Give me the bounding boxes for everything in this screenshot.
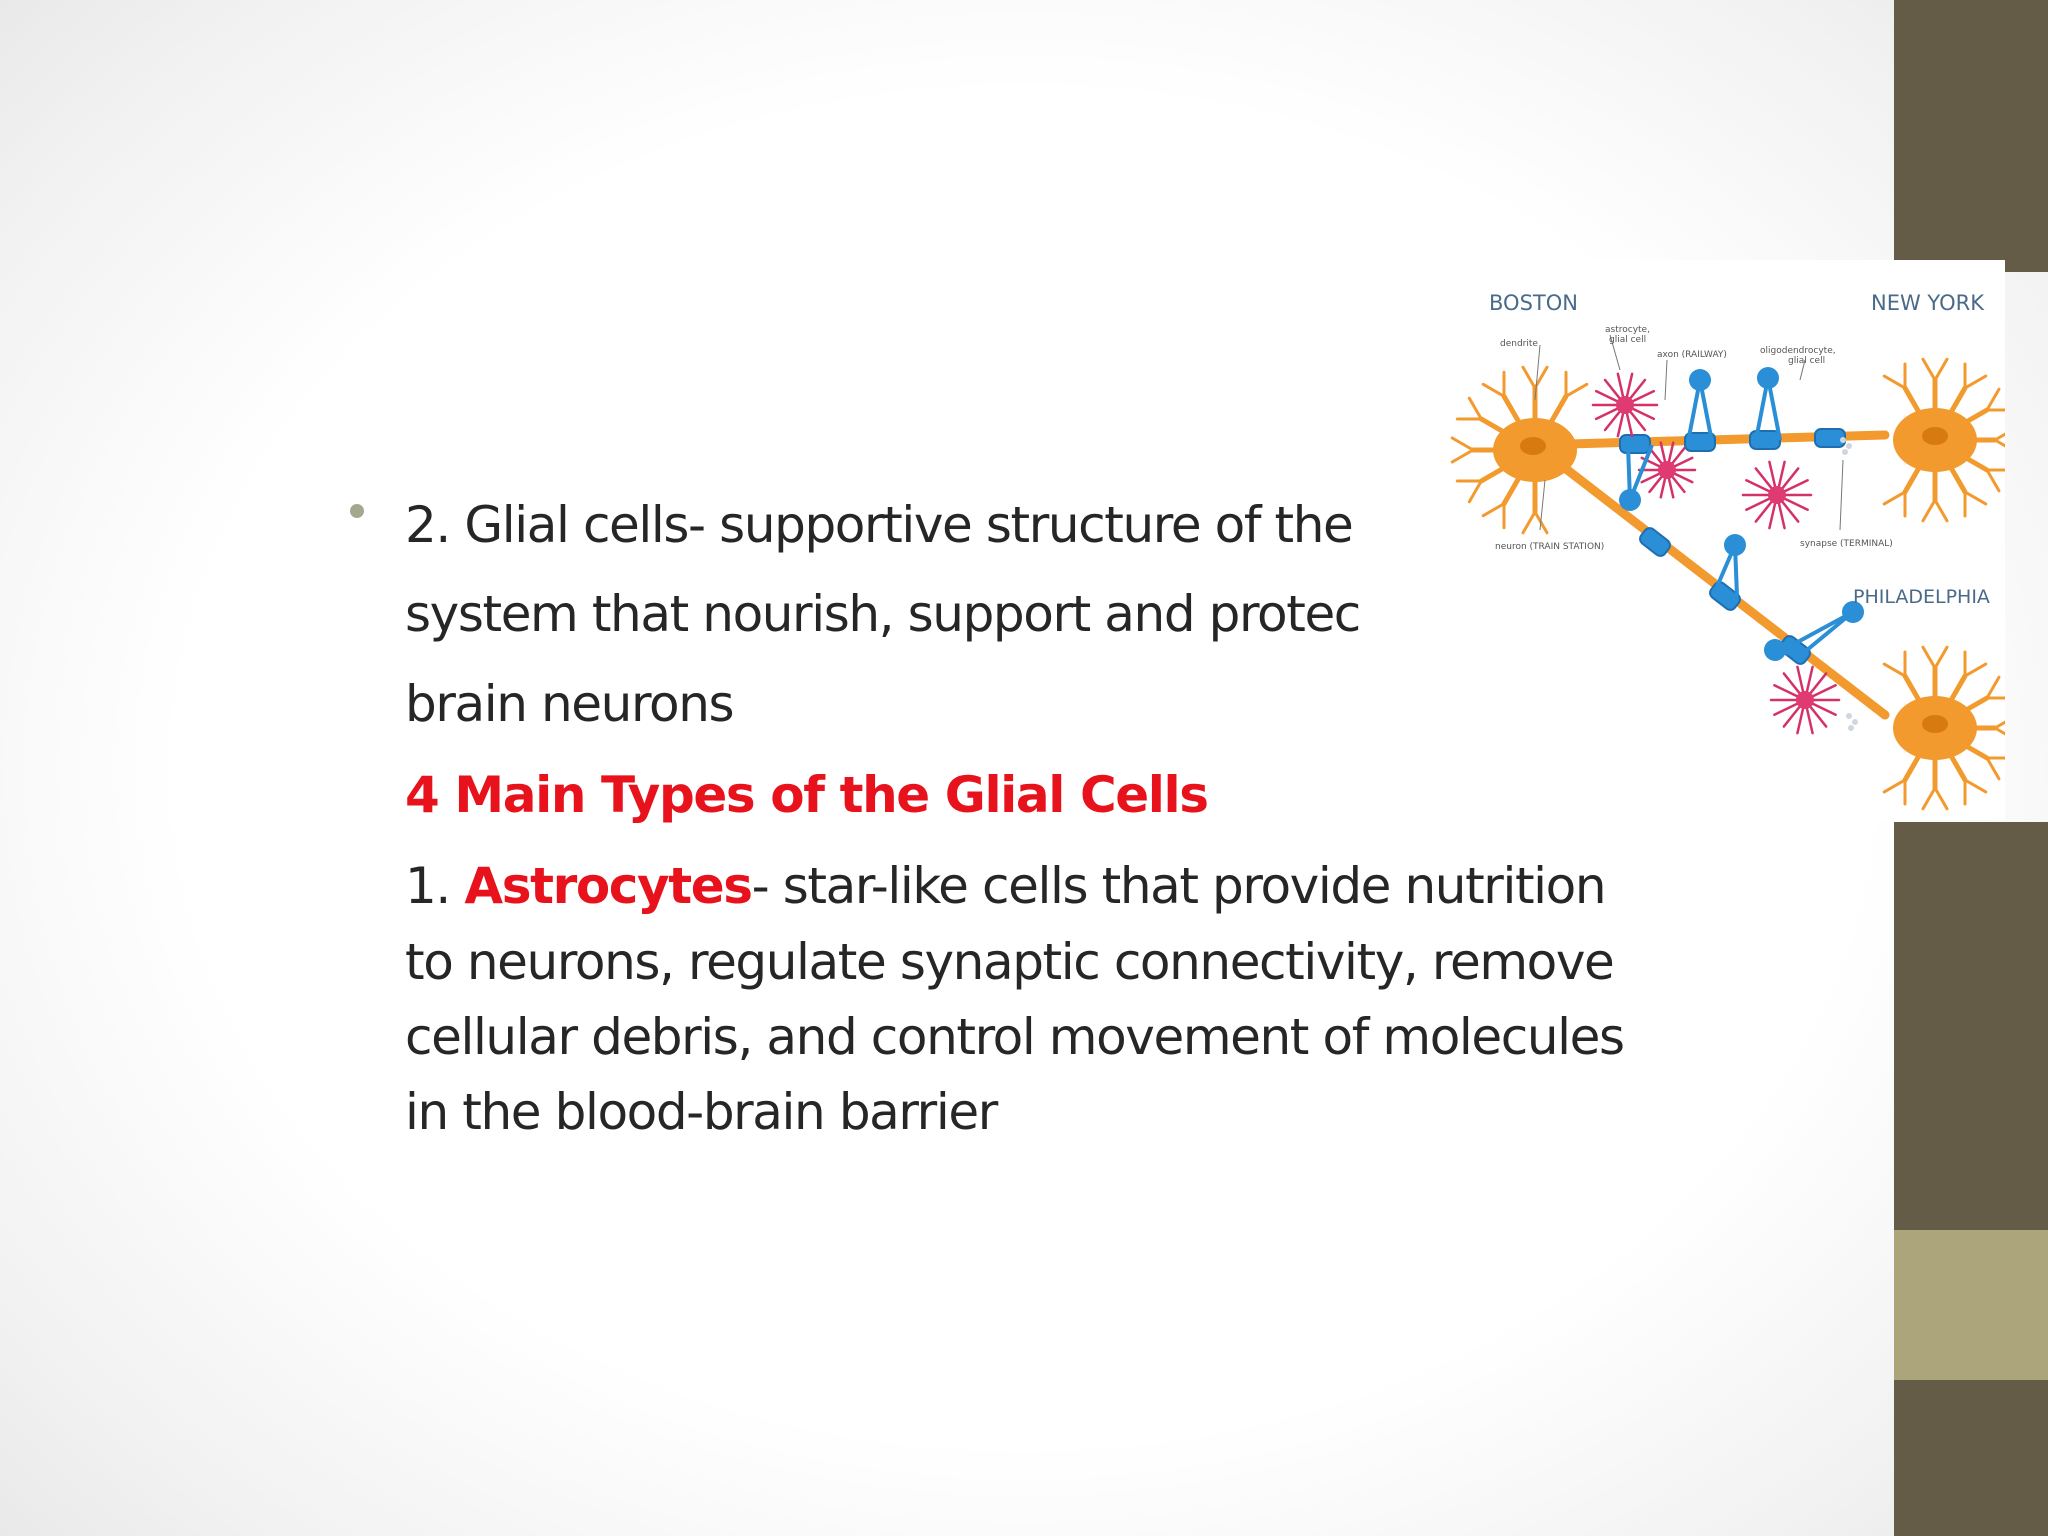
oligodendrocyte-process	[1782, 610, 1854, 652]
myelin-sheath	[1639, 527, 1671, 557]
label-axon: axon (RAILWAY)	[1657, 350, 1727, 360]
dendrite-twig	[1481, 502, 1506, 518]
leader-line	[1539, 479, 1546, 531]
astrocytes-description: - star-like cells that provide nutrition	[751, 857, 1607, 915]
leader-line	[1609, 334, 1621, 371]
sidebar-block-top	[1894, 0, 2048, 272]
astrocyte-body	[1658, 461, 1676, 479]
dendrite-twig	[1933, 786, 1949, 811]
label-dendrite: dendrite	[1500, 339, 1538, 349]
city-label-philadelphia: PHILADELPHIA	[1853, 586, 1990, 608]
synapse-dot	[1848, 725, 1854, 731]
dendrite-twig	[1921, 498, 1937, 523]
dendrite-twig	[1993, 438, 2005, 448]
dendrite-twig	[1921, 357, 1937, 382]
myelin-sheath	[1619, 434, 1651, 454]
bullet-line-2: system that nourish, support and protec	[405, 585, 1361, 643]
dendrite-twig	[1985, 468, 2001, 493]
label-neuron: neuron (TRAIN STATION)	[1495, 542, 1604, 552]
dendrite-twig	[1993, 726, 2005, 736]
dendrite-twig	[1985, 675, 2001, 700]
leader-line	[1534, 344, 1541, 401]
dendrite-twig	[1921, 645, 1937, 670]
dendrite-twig	[1963, 374, 1988, 390]
synapse-dot	[1846, 713, 1852, 719]
dendrite-twig	[1882, 778, 1907, 794]
synapse-dot	[1846, 443, 1852, 449]
leader-line	[1839, 459, 1844, 531]
dendrite-twig	[1564, 382, 1589, 398]
dendrite-twig	[1467, 396, 1483, 421]
bullet-dot	[350, 504, 364, 518]
neuron-nucleus	[1520, 437, 1546, 455]
neuron-nucleus	[1922, 715, 1948, 733]
astrocytes-line-4: in the blood-brain barrier	[405, 1083, 998, 1141]
dendrite-twig	[1521, 510, 1537, 535]
dendrite-twig	[1993, 720, 2005, 730]
leader-line	[1799, 359, 1806, 381]
myelin-sheath	[1814, 428, 1846, 448]
neuron-glia-diagram: BOSTON NEW YORK PHILADELPHIA dendrite as…	[1435, 260, 2005, 820]
label-oligodendrocyte-2: glial cell	[1788, 356, 1825, 366]
oligodendrocyte-body	[1619, 489, 1641, 511]
myelin-sheath	[1684, 432, 1716, 452]
astrocytes-line-3: cellular debris, and control movement of…	[405, 1008, 1625, 1066]
label-astrocyte-2: glial cell	[1609, 335, 1646, 345]
synapse-dot	[1842, 449, 1848, 455]
dendrite-twig	[1985, 387, 2001, 412]
dendrite-twig	[1882, 662, 1907, 678]
city-label-boston: BOSTON	[1489, 291, 1578, 315]
dendrite-twig	[1963, 778, 1988, 794]
bullet-line-1: 2. Glial cells- supportive structure of …	[405, 496, 1354, 554]
diagram-svg: BOSTON NEW YORK PHILADELPHIA dendrite as…	[1450, 291, 2005, 811]
glial-types-heading: 4 Main Types of the Glial Cells	[405, 766, 1209, 824]
dendrite-twig	[1882, 374, 1907, 390]
astrocytes-line-2: to neurons, regulate synaptic connectivi…	[405, 933, 1615, 991]
oligodendrocyte-body	[1724, 534, 1746, 556]
sidebar-block-accent	[1894, 1230, 2048, 1380]
leader-line	[1664, 359, 1668, 401]
dendrite-twig	[1481, 382, 1506, 398]
oligodendrocyte-body	[1757, 367, 1779, 389]
dendrite-twig	[1533, 365, 1549, 390]
dendrite-twig	[1882, 490, 1907, 506]
dendrite-twig	[1450, 436, 1475, 452]
sidebar-block-bottom	[1894, 1380, 2048, 1536]
dendrite-twig	[1933, 498, 1949, 523]
astrocyte-body	[1796, 691, 1814, 709]
synapse-dot	[1840, 437, 1846, 443]
sidebar-block-middle	[1894, 822, 2048, 1230]
label-synapse: synapse (TERMINAL)	[1800, 539, 1893, 549]
city-label-new-york: NEW YORK	[1871, 291, 1985, 315]
astrocyte-body	[1768, 486, 1786, 504]
astrocytes-line-1: 1. Astrocytes- star-like cells that prov…	[405, 857, 1607, 915]
dendrite-twig	[1521, 365, 1537, 390]
label-oligodendrocyte-1: oligodendrocyte,	[1760, 346, 1836, 356]
dendrite-twig	[1933, 645, 1949, 670]
dendrite-twig	[1963, 490, 1988, 506]
dendrite-twig	[1993, 432, 2005, 442]
astrocytes-number: 1.	[405, 857, 465, 915]
myelin-sheath	[1779, 635, 1811, 665]
oligodendrocyte-body	[1764, 639, 1786, 661]
dendrite-twig	[1963, 662, 1988, 678]
dendrite-twig	[1985, 756, 2001, 781]
synapse-dot	[1852, 719, 1858, 725]
oligodendrocyte-body	[1842, 601, 1864, 623]
axon-lower	[1530, 440, 1890, 720]
myelin-sheath	[1749, 430, 1781, 450]
dendrite-twig	[1933, 357, 1949, 382]
label-astrocyte-1: astrocyte,	[1605, 325, 1650, 335]
bullet-line-3: brain neurons	[405, 675, 735, 733]
dendrite-twig	[1450, 448, 1475, 464]
decorative-sidebar	[1894, 0, 2048, 1536]
oligodendrocyte-body	[1689, 369, 1711, 391]
astrocyte-body	[1616, 396, 1634, 414]
neuron-nucleus	[1922, 427, 1948, 445]
dendrite-twig	[1467, 479, 1483, 504]
dendrite-twig	[1921, 786, 1937, 811]
astrocytes-term: Astrocytes	[464, 857, 753, 915]
